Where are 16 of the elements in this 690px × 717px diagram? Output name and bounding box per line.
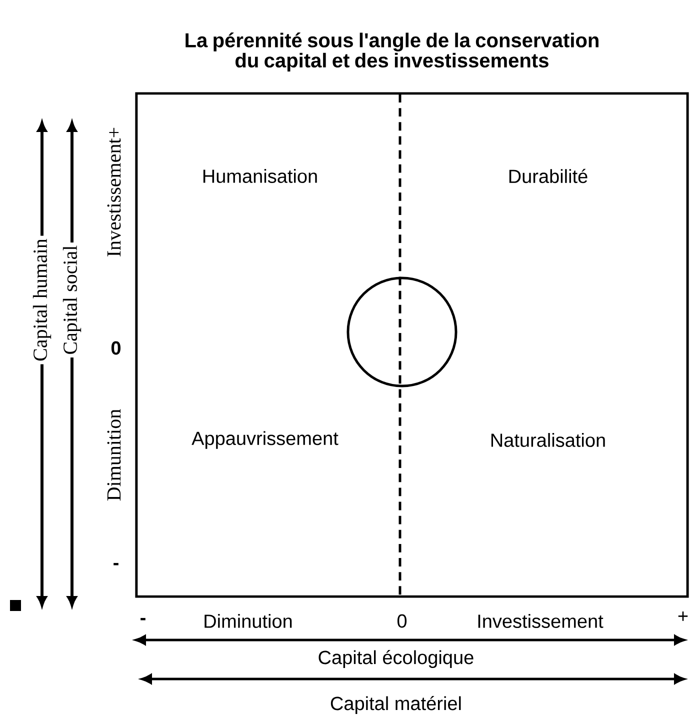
- axis-label: Investissement: [478, 614, 604, 628]
- title: La pérennité sous l'angle de la conservation du capital et des investissements: [186, 32, 598, 72]
- axis-label: -: [140, 618, 146, 620]
- axis-label: Capital humain: [30, 236, 54, 364]
- axis-label: 0: [397, 614, 407, 628]
- axis-label: 0: [111, 341, 120, 355]
- axis-label: Capital matériel: [330, 696, 461, 714]
- axis-label: +: [678, 612, 688, 621]
- axis-label: Investissement+: [107, 128, 121, 256]
- quadrant-chart: Humanisation Durabilité Appauvrissement Naturalisation: [135, 92, 689, 598]
- circle: [346, 276, 458, 388]
- axis-label: Capital écologique: [318, 650, 474, 668]
- axis-label: -: [114, 562, 118, 566]
- axis-label: Dimunition: [107, 409, 121, 501]
- axis-label: Capital social: [60, 242, 84, 358]
- axis-label: Diminution: [204, 614, 292, 628]
